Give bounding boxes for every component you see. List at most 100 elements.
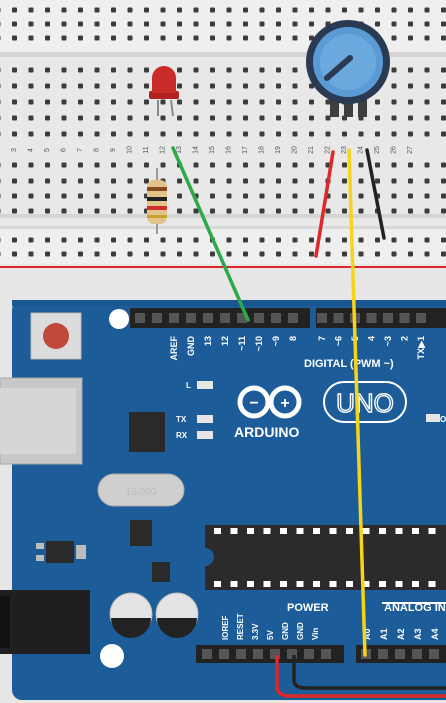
breadboard-hole[interactable] [177,7,182,13]
breadboard-hole[interactable] [226,67,232,73]
breadboard-hole[interactable] [243,99,248,105]
breadboard-hole[interactable] [358,193,364,199]
breadboard-hole[interactable] [28,131,34,137]
breadboard-hole[interactable] [226,193,232,199]
breadboard-hole[interactable] [94,178,100,184]
breadboard-hole[interactable] [78,21,83,27]
header-socket[interactable] [253,649,263,659]
breadboard-hole[interactable] [210,21,215,27]
breadboard-hole[interactable] [0,83,1,89]
breadboard-hole[interactable] [358,162,364,168]
wire-black-breadboard[interactable] [365,148,386,240]
header-socket[interactable] [219,649,229,659]
breadboard-hole[interactable] [309,208,314,214]
breadboard-hole[interactable] [342,162,347,168]
breadboard-hole[interactable] [243,237,248,243]
header-socket[interactable] [254,313,264,323]
header-socket[interactable] [135,313,145,323]
breadboard-hole[interactable] [45,21,50,27]
header-socket[interactable] [220,313,230,323]
header-socket[interactable] [270,649,280,659]
wire-green[interactable] [171,146,250,322]
header-socket[interactable] [203,313,213,323]
wire-red-breadboard[interactable] [314,150,335,258]
breadboard-hole[interactable] [12,21,17,27]
breadboard-hole[interactable] [0,237,1,243]
breadboard-hole[interactable] [243,193,248,199]
breadboard-hole[interactable] [111,237,116,243]
breadboard-hole[interactable] [193,7,199,13]
breadboard-hole[interactable] [276,7,281,13]
header-socket[interactable] [317,313,327,323]
breadboard-hole[interactable] [177,67,182,73]
breadboard-hole[interactable] [375,21,380,27]
breadboard-hole[interactable] [78,83,83,89]
breadboard-hole[interactable] [259,251,265,257]
breadboard-hole[interactable] [276,21,281,27]
breadboard-hole[interactable] [441,178,446,184]
breadboard-hole[interactable] [243,178,248,184]
breadboard-hole[interactable] [28,208,34,214]
breadboard-hole[interactable] [111,21,116,27]
breadboard-hole[interactable] [45,35,50,41]
breadboard-hole[interactable] [160,7,166,13]
breadboard-hole[interactable] [276,35,281,41]
breadboard-hole[interactable] [424,178,430,184]
breadboard-hole[interactable] [424,115,430,121]
breadboard-hole[interactable] [0,7,1,13]
breadboard-hole[interactable] [78,251,83,257]
breadboard-hole[interactable] [259,83,265,89]
header-socket[interactable] [186,313,196,323]
breadboard-hole[interactable] [276,83,281,89]
breadboard-hole[interactable] [127,21,133,27]
breadboard-hole[interactable] [61,251,67,257]
breadboard-hole[interactable] [177,251,182,257]
breadboard-hole[interactable] [12,115,17,121]
header-socket[interactable] [429,649,439,659]
breadboard-hole[interactable] [408,237,413,243]
breadboard-hole[interactable] [259,131,265,137]
breadboard-hole[interactable] [226,237,232,243]
breadboard-hole[interactable] [441,251,446,257]
breadboard-hole[interactable] [160,21,166,27]
breadboard-hole[interactable] [78,67,83,73]
breadboard-hole[interactable] [276,115,281,121]
breadboard-hole[interactable] [28,193,34,199]
breadboard-hole[interactable] [12,178,17,184]
breadboard-hole[interactable] [342,7,347,13]
breadboard-hole[interactable] [144,7,149,13]
breadboard-hole[interactable] [177,131,182,137]
breadboard-hole[interactable] [226,83,232,89]
header-socket[interactable] [395,649,405,659]
breadboard-hole[interactable] [28,67,34,73]
breadboard-hole[interactable] [177,99,182,105]
breadboard-hole[interactable] [391,208,397,214]
breadboard-hole[interactable] [358,208,364,214]
breadboard-hole[interactable] [111,7,116,13]
breadboard-hole[interactable] [0,178,1,184]
breadboard-hole[interactable] [61,7,67,13]
breadboard-hole[interactable] [375,237,380,243]
breadboard-hole[interactable] [375,162,380,168]
breadboard-hole[interactable] [309,251,314,257]
breadboard-hole[interactable] [12,237,17,243]
breadboard-hole[interactable] [144,99,149,105]
breadboard-hole[interactable] [0,21,1,27]
breadboard-hole[interactable] [292,193,298,199]
breadboard-hole[interactable] [309,131,314,137]
breadboard-hole[interactable] [45,7,50,13]
breadboard-hole[interactable] [111,99,116,105]
breadboard-hole[interactable] [193,131,199,137]
breadboard-hole[interactable] [144,237,149,243]
breadboard-hole[interactable] [441,193,446,199]
breadboard-hole[interactable] [12,7,17,13]
breadboard-hole[interactable] [127,208,133,214]
breadboard-hole[interactable] [243,162,248,168]
breadboard-hole[interactable] [276,193,281,199]
breadboard-hole[interactable] [292,251,298,257]
breadboard-hole[interactable] [12,162,17,168]
breadboard-hole[interactable] [177,193,182,199]
breadboard-hole[interactable] [243,35,248,41]
breadboard-hole[interactable] [375,115,380,121]
breadboard-hole[interactable] [408,162,413,168]
